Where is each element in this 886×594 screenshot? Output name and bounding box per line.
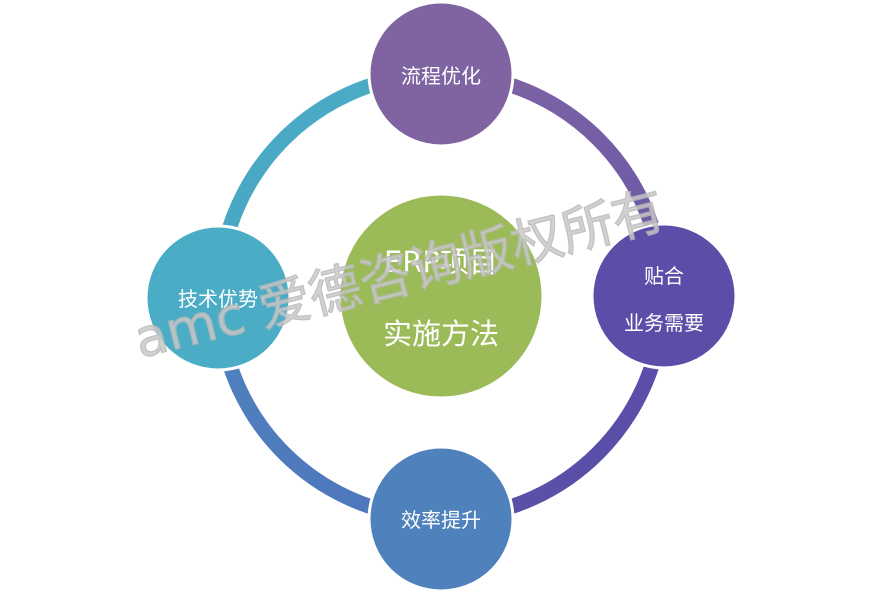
node-right-line1: 贴合 xyxy=(644,264,684,288)
node-efficiency-improvement: 效率提升 xyxy=(367,445,515,593)
node-bottom-label: 效率提升 xyxy=(401,508,481,532)
node-technical-advantage: 技术优势 xyxy=(144,224,292,372)
center-node: ERP项目 实施方法 xyxy=(337,192,545,400)
node-business-fit: 贴合 业务需要 xyxy=(590,222,738,370)
center-title-line1: ERP项目 xyxy=(384,245,498,279)
node-right-line2: 业务需要 xyxy=(624,311,704,335)
node-left-label: 技术优势 xyxy=(178,287,258,311)
node-top-label: 流程优化 xyxy=(401,64,481,88)
center-title-line2: 实施方法 xyxy=(383,317,499,351)
node-process-optimization: 流程优化 xyxy=(367,0,515,148)
